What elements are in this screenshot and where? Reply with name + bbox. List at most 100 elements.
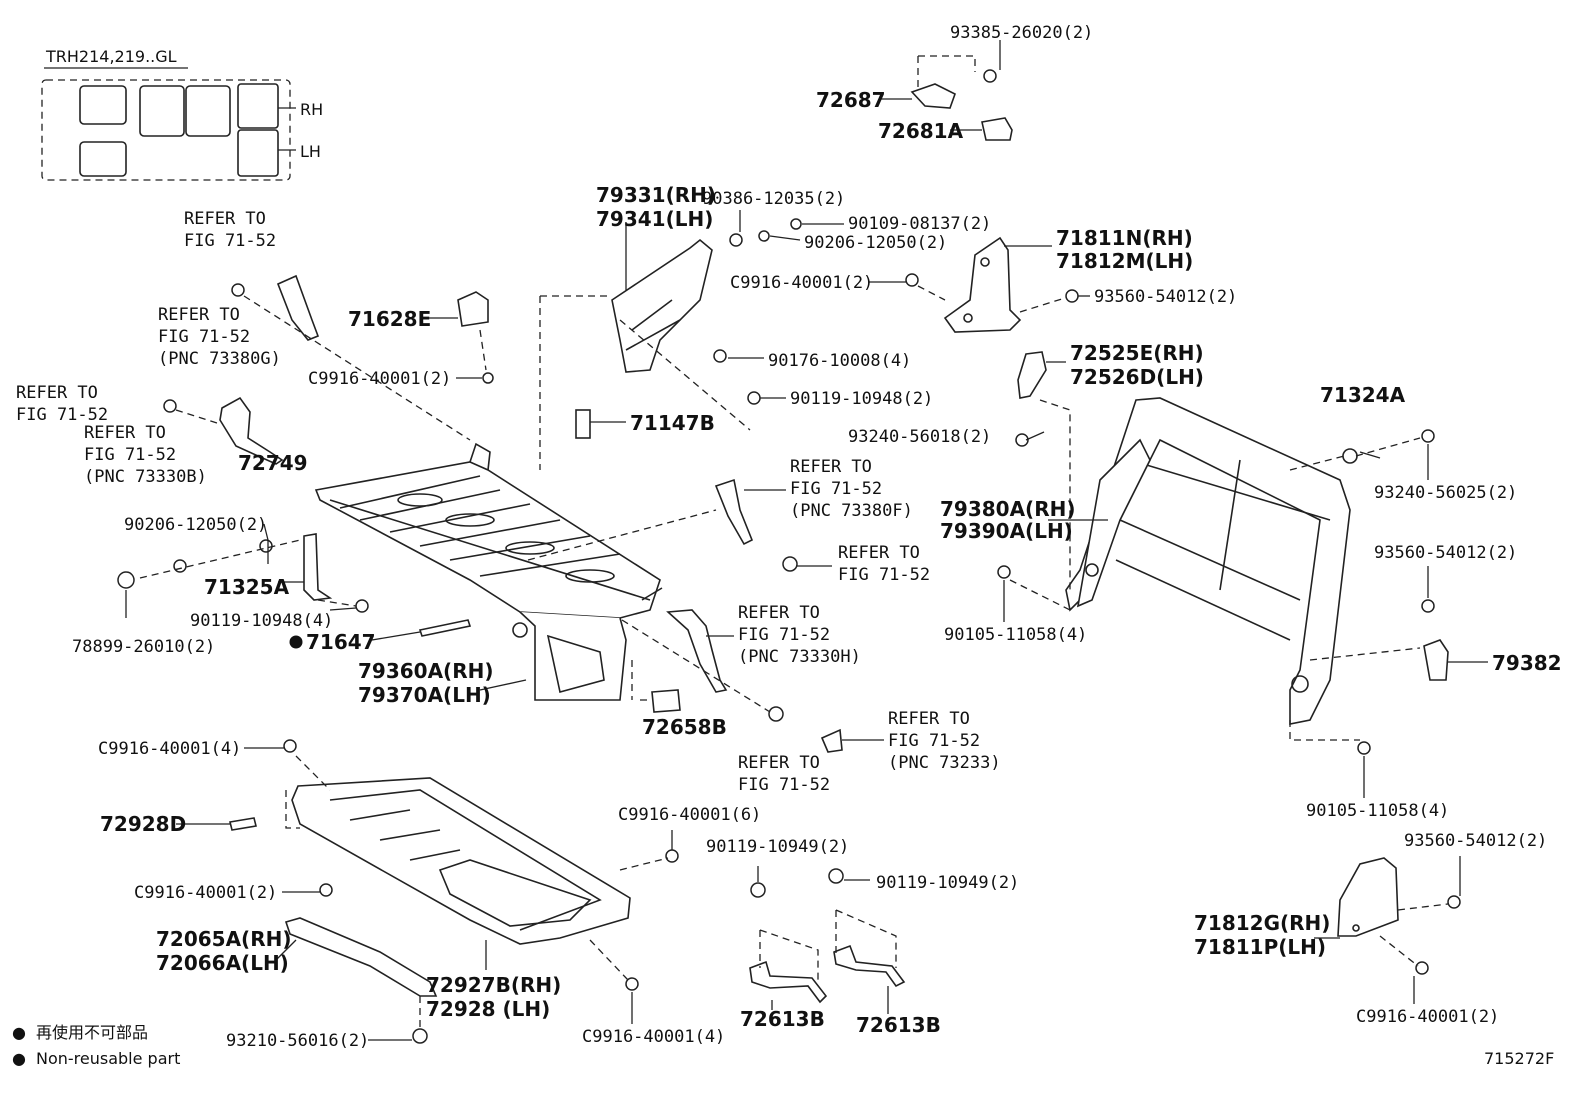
refer-9-line-1: REFER TO <box>738 753 820 773</box>
label-71147B <box>575 409 591 439</box>
bracket-72613B-right <box>828 868 906 988</box>
diagram-id: 715272F <box>1484 1049 1554 1068</box>
label-93240-56025: 93240-56025(2) <box>1374 483 1517 503</box>
refer-7-line-1: REFER TO <box>738 603 820 623</box>
leader-lines <box>125 210 1488 1041</box>
bracket-72613B-left <box>749 882 828 1004</box>
label-c9916-71628: C9916-40001(2) <box>308 369 451 389</box>
label-c9916-6: C9916-40001(6) <box>618 805 761 825</box>
refer-3-line-1: REFER TO <box>16 383 98 403</box>
label-71647: 71647 <box>306 630 376 654</box>
refer-9-line-2: FIG 71-52 <box>738 775 830 795</box>
label-72613B-right: 72613B <box>856 1013 941 1037</box>
legend-en-text: Non-reusable part <box>36 1049 180 1068</box>
refer-1-line-1: REFER TO <box>184 209 266 229</box>
label-90206-12050-top: 90206-12050(2) <box>804 233 947 253</box>
bracket-71325A <box>117 533 369 613</box>
refer-2-line-2: FIG 71-52 <box>158 327 250 347</box>
label-79382: 79382 <box>1492 651 1562 675</box>
label-93210-56016: 93210-56016(2) <box>226 1031 369 1051</box>
label-71812M: 71812M(LH) <box>1056 249 1193 273</box>
label-90119-10948-top: 90119-10948(2) <box>790 389 933 409</box>
refer-3-line-2: FIG 71-52 <box>16 405 108 425</box>
refer-5-line-3: (PNC 73380F) <box>790 501 913 521</box>
refer-2-line-3: (PNC 73380G) <box>158 349 281 369</box>
bracket-79331 <box>539 218 802 470</box>
label-71812G: 71812G(RH) <box>1194 911 1330 935</box>
label-71324A: 71324A <box>1320 383 1406 407</box>
legend-bullet-en: ● <box>12 1049 26 1068</box>
label-71811N: 71811N(RH) <box>1056 226 1193 250</box>
refer-6-line-2: FIG 71-52 <box>838 565 930 585</box>
label-90119-10949-a: 90119-10949(2) <box>706 837 849 857</box>
label-72928: 72928 (LH) <box>426 997 550 1021</box>
part-labels: 93385-26020(2) 72687 72681A 79331(RH) 79… <box>72 23 1562 1051</box>
label-c9916-4a: C9916-40001(4) <box>98 739 241 759</box>
label-90109-08137: 90109-08137(2) <box>848 214 991 234</box>
pad-72658B <box>651 689 681 713</box>
seat-cushion-frame <box>314 442 663 701</box>
label-71325A: 71325A <box>204 575 290 599</box>
label-90386-12035: 90386-12035(2) <box>702 189 845 209</box>
label-72749: 72749 <box>238 451 308 475</box>
refer-7-line-2: FIG 71-52 <box>738 625 830 645</box>
bracket-71811N <box>905 236 1079 333</box>
refer-4-line-2: FIG 71-52 <box>84 445 176 465</box>
label-72658B: 72658B <box>642 715 727 739</box>
seatbelt-buckle-73380G <box>231 274 471 441</box>
label-79341: 79341(LH) <box>596 207 713 231</box>
refer-2-line-1: REFER TO <box>158 305 240 325</box>
label-79390A: 79390A(LH) <box>940 519 1073 543</box>
label-72525E: 72525E(RH) <box>1070 341 1204 365</box>
refer-7-line-3: (PNC 73330H) <box>738 647 861 667</box>
refer-8-line-2: FIG 71-52 <box>888 731 980 751</box>
label-72526D: 72526D(LH) <box>1070 365 1204 389</box>
inset-lh-label: LH <box>300 142 321 161</box>
label-71628E: 71628E <box>348 307 431 331</box>
inset-rh-label: RH <box>300 100 323 119</box>
refer-5-line-2: FIG 71-52 <box>790 479 882 499</box>
label-71147B: 71147B <box>630 411 715 435</box>
label-90176-10008: 90176-10008(4) <box>768 351 911 371</box>
label-90119-10949-b: 90119-10949(2) <box>876 873 1019 893</box>
label-72927B: 72927B(RH) <box>426 973 561 997</box>
refer-4-line-1: REFER TO <box>84 423 166 443</box>
refer-5-line-1: REFER TO <box>790 457 872 477</box>
label-72613B-left: 72613B <box>740 1007 825 1031</box>
bar-71647 <box>418 619 472 637</box>
seat-pan-72927B <box>176 739 679 991</box>
label-79370A: 79370A(LH) <box>358 683 491 707</box>
label-79360A: 79360A(RH) <box>358 659 493 683</box>
label-93560-54012-mid: 93560-54012(2) <box>1374 543 1517 563</box>
label-c9916-4b: C9916-40001(4) <box>582 1027 725 1047</box>
refer-8-line-1: REFER TO <box>888 709 970 729</box>
label-72687: 72687 <box>816 88 886 112</box>
label-90119-10948-left: 90119-10948(4) <box>190 611 333 631</box>
label-93385-26020: 93385-26020(2) <box>950 23 1093 43</box>
cap-71628E <box>420 291 494 384</box>
label-90206-12050-left: 90206-12050(2) <box>124 515 267 535</box>
legend-jp-text: 再使用不可部品 <box>36 1023 148 1042</box>
label-c9916-bot: C9916-40001(2) <box>1356 1007 1499 1027</box>
label-72681A: 72681A <box>878 119 964 143</box>
refer-notes: REFER TO FIG 71-52 REFER TO FIG 71-52 (P… <box>16 209 1001 795</box>
label-90105-11058-a: 90105-11058(4) <box>944 625 1087 645</box>
label-78899-26010: 78899-26010(2) <box>72 637 215 657</box>
non-reusable-mark-71647 <box>289 635 303 649</box>
bar-72065A <box>284 917 438 997</box>
refer-1-line-2: FIG 71-52 <box>184 231 276 251</box>
seatback-frame <box>997 351 1449 755</box>
label-c9916-2b: C9916-40001(2) <box>134 883 277 903</box>
seat-layout-inset: TRH214,219..GL RH LH <box>41 47 323 181</box>
bracket-71812G <box>1337 857 1461 975</box>
label-93560-54012-top: 93560-54012(2) <box>1094 287 1237 307</box>
legend-bullet-jp: ● <box>12 1023 26 1042</box>
refer-8-line-3: (PNC 73233) <box>888 753 1001 773</box>
label-71811P: 71811P(LH) <box>1194 935 1326 959</box>
label-90105-11058-b: 90105-11058(4) <box>1306 801 1449 821</box>
refer-6-line-1: REFER TO <box>838 543 920 563</box>
label-79331: 79331(RH) <box>596 183 716 207</box>
label-c9916-top: C9916-40001(2) <box>730 273 873 293</box>
label-93240-56018: 93240-56018(2) <box>848 427 991 447</box>
